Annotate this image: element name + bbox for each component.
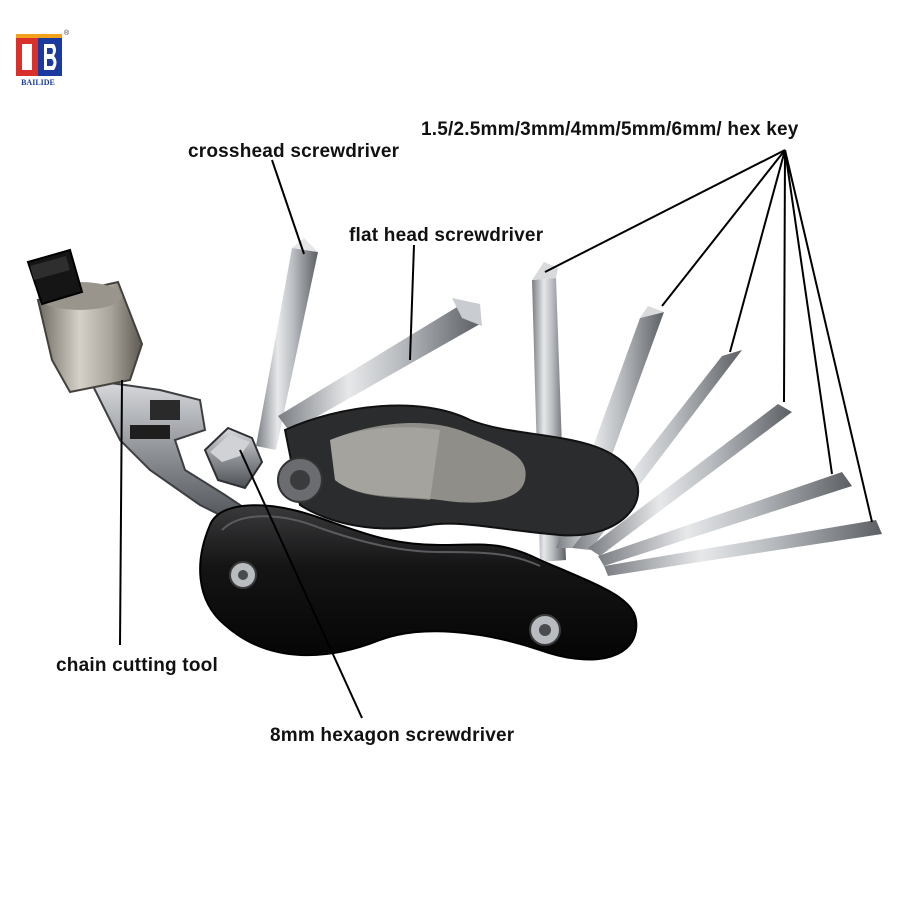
hex-key-1.5mm bbox=[604, 520, 882, 576]
crosshead-screwdriver-blade bbox=[256, 248, 318, 450]
leader-hex-5mm bbox=[661, 149, 786, 307]
registered-mark: ® bbox=[64, 30, 70, 37]
hex-key-3mm bbox=[588, 404, 792, 556]
leader-hex-2.5mm bbox=[784, 149, 833, 475]
label-crosshead-screwdriver: crosshead screwdriver bbox=[188, 141, 400, 162]
leader-hex-4mm bbox=[729, 149, 786, 353]
leader-lines bbox=[119, 149, 873, 719]
label-8mm-hexagon-screwdriver: 8mm hexagon screwdriver bbox=[270, 725, 515, 746]
chain-cutting-tool-graphic bbox=[26, 248, 257, 527]
leader-flat-head bbox=[409, 244, 415, 361]
leader-8mm-hexagon bbox=[239, 449, 363, 719]
brand-logo bbox=[16, 34, 62, 76]
front-body-plate bbox=[199, 504, 638, 661]
hexagon-8mm-socket bbox=[203, 426, 323, 503]
leader-crosshead bbox=[271, 159, 305, 255]
label-flat-head-screwdriver: flat head screwdriver bbox=[349, 225, 544, 246]
screwdrivers bbox=[256, 238, 482, 450]
leader-hex-3mm bbox=[783, 149, 786, 403]
leader-hex-6mm bbox=[544, 149, 786, 273]
leader-chain-tool bbox=[119, 379, 123, 646]
background-bottom bbox=[0, 795, 900, 900]
label-chain-cutting-tool: chain cutting tool bbox=[56, 655, 218, 676]
hex-key-2.5mm bbox=[598, 472, 852, 566]
flat-head-screwdriver-blade bbox=[278, 304, 480, 432]
brand-name: BAILIDE bbox=[21, 78, 55, 87]
leader-hex-1.5mm bbox=[784, 149, 873, 523]
label-hex-key: 1.5/2.5mm/3mm/4mm/5mm/6mm/ hex key bbox=[421, 119, 799, 140]
